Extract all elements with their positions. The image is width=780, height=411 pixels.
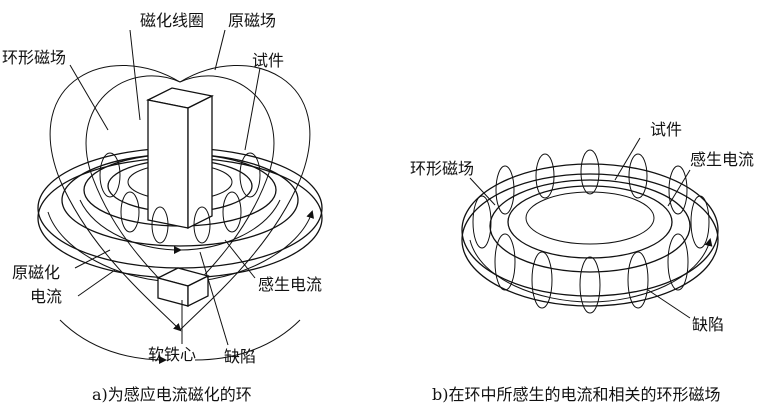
caption-b: b)在环中所感生的电流和相关的环形磁场 bbox=[432, 385, 721, 404]
soft-iron-core bbox=[146, 87, 214, 308]
ring-specimen-b bbox=[461, 163, 719, 307]
label-original-field: 原磁场 bbox=[228, 11, 276, 30]
leader-lines-b bbox=[469, 137, 691, 319]
label-specimen-b: 试件 bbox=[650, 120, 682, 139]
label-defect-a: 缺陷 bbox=[224, 347, 256, 366]
label-coil: 磁化线圈 bbox=[140, 11, 204, 30]
label-soft-iron-core: 软铁心 bbox=[148, 345, 196, 364]
panel-a-diagram: 磁化线圈 原磁场 环形磁场 试件 原磁化 电流 感生电流 软铁心 缺陷 a)为感… bbox=[2, 11, 323, 404]
coil-loops bbox=[99, 152, 261, 244]
label-induced-current-b: 感生电流 bbox=[690, 150, 754, 169]
label-original-current-1: 原磁化 bbox=[12, 263, 60, 282]
panel-b-diagram: 试件 感生电流 环形磁场 缺陷 b)在环中所感生的电流和相关的环形磁场 bbox=[410, 120, 754, 404]
label-defect-b: 缺陷 bbox=[692, 315, 724, 334]
label-specimen-a: 试件 bbox=[252, 51, 284, 70]
leader-lines-a bbox=[69, 29, 261, 346]
label-circular-field-b: 环形磁场 bbox=[410, 159, 474, 178]
label-induced-current-a: 感生电流 bbox=[258, 275, 322, 294]
label-original-current-2: 电流 bbox=[30, 287, 62, 306]
caption-a: a)为感应电流磁化的环 bbox=[92, 385, 252, 404]
circular-field-loops-b bbox=[472, 149, 710, 314]
label-circular-field-a: 环形磁场 bbox=[2, 48, 66, 67]
